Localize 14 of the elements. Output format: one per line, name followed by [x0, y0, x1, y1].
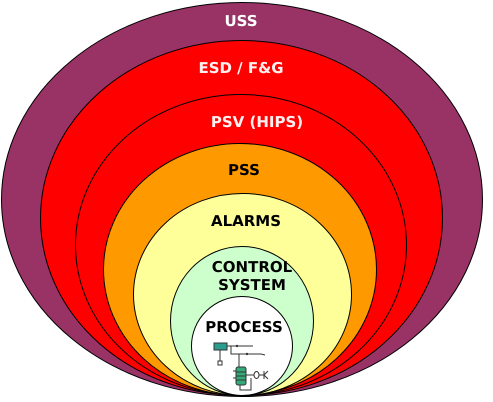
layer-ellipse [1, 2, 483, 397]
layer-ellipse [133, 193, 352, 396]
layer-ellipse [191, 296, 293, 396]
layer-ellipse [75, 94, 407, 396]
layer-label: CONTROL SYSTEM [210, 258, 294, 294]
layer-label: ESD / F&G [198, 59, 284, 77]
layer-ellipse [170, 246, 314, 396]
layer-label: PSV (HIPS) [210, 113, 304, 131]
layer-label: PROCESS [205, 318, 283, 336]
layer-label: ALARMS [210, 212, 282, 230]
layer-label: USS [224, 12, 258, 30]
layer-ellipse [40, 40, 443, 396]
layer-ellipse [103, 143, 377, 396]
layer-label: PSS [228, 161, 260, 179]
